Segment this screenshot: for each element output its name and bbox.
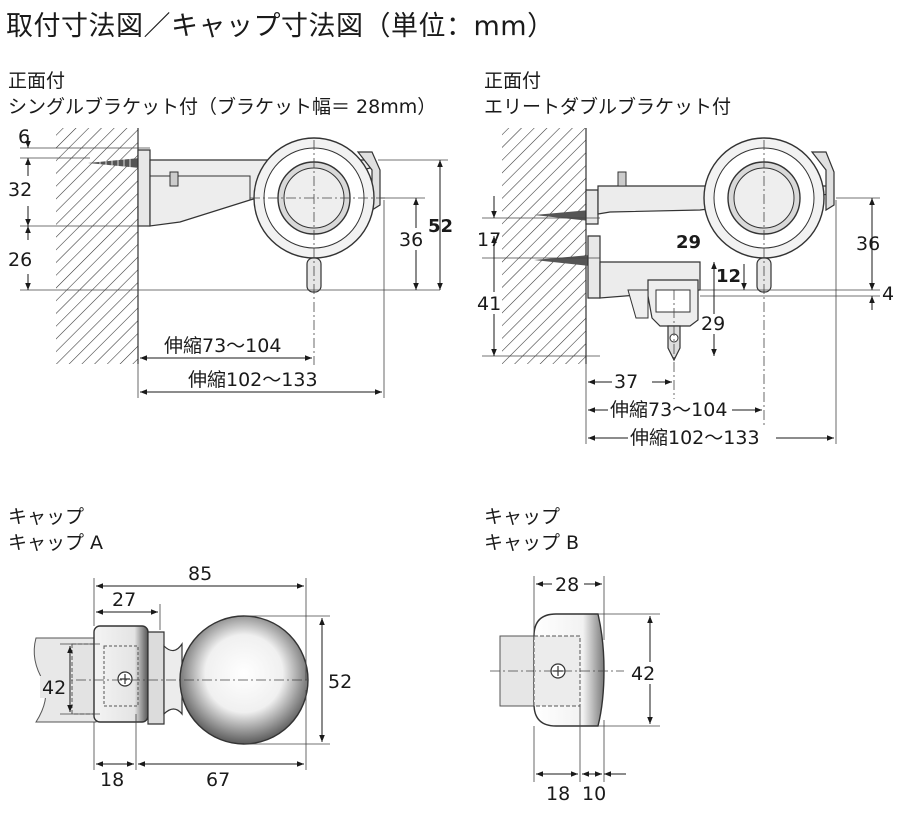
dim-32: 32 <box>8 179 32 201</box>
dim-42-cap-a: 42 <box>42 677 66 699</box>
single-bracket-label: 正面付 シングルブラケット付（ブラケット幅＝ 28mm） <box>8 68 436 120</box>
cap-b-group: キャップ <box>484 506 561 528</box>
dim-17: 17 <box>477 229 501 251</box>
wall-hatch-2 <box>502 128 586 364</box>
cap-b-label: キャップ キャップ B <box>484 504 579 556</box>
dim-41: 41 <box>477 293 501 315</box>
double-mount-type: 正面付 <box>484 70 542 92</box>
double-bracket-label: 正面付 エリートダブルブラケット付 <box>484 68 731 120</box>
dim-27: 27 <box>112 589 136 611</box>
dim-36: 36 <box>399 229 423 251</box>
dim-52: 52 <box>428 216 453 237</box>
dim-ext-102-133-2: 伸縮102～133 <box>630 427 760 449</box>
dim-28: 28 <box>555 574 579 596</box>
single-mount-type: 正面付 <box>8 70 66 92</box>
dim-42-cap-b: 42 <box>631 663 655 685</box>
cap-a-label: キャップ キャップ A <box>8 504 103 556</box>
dim-18-cap-b: 18 <box>546 783 570 805</box>
dim-36-right: 36 <box>856 233 880 255</box>
single-bracket-drawing: 6 32 26 36 52 伸縮73～104 伸縮102～133 <box>8 126 453 398</box>
dim-ext-73-104-2: 伸縮73～104 <box>610 399 727 421</box>
screw <box>88 158 140 168</box>
cap-a-drawing: 85 27 42 52 18 67 <box>33 563 358 791</box>
cap-a-name: キャップ A <box>8 532 104 554</box>
dim-37: 37 <box>614 371 638 393</box>
dim-10: 10 <box>582 783 606 805</box>
dim-67: 67 <box>206 769 230 791</box>
curtain-rail <box>627 279 699 362</box>
dim-6: 6 <box>18 126 30 148</box>
dim-ext-102-133: 伸縮102～133 <box>188 369 318 391</box>
dim-29: 29 <box>701 313 725 335</box>
cap-b-drawing: 28 42 18 10 <box>490 574 660 805</box>
single-bracket-type: シングルブラケット付（ブラケット幅＝ 28mm） <box>8 96 437 118</box>
dim-29-bold: 29 <box>676 232 701 253</box>
dim-ext-73-104: 伸縮73～104 <box>164 335 281 357</box>
dim-18-cap-a: 18 <box>100 769 124 791</box>
double-bracket-drawing: 17 41 29 12 29 36 4 37 伸縮73～104 伸縮102～13… <box>476 128 894 449</box>
dim-26: 26 <box>8 249 32 271</box>
double-bracket-type: エリートダブルブラケット付 <box>484 96 732 118</box>
dim-52-cap-a: 52 <box>328 671 352 693</box>
page-title: 取付寸法図／キャップ寸法図（単位：mm） <box>6 11 555 42</box>
dim-85: 85 <box>188 563 212 585</box>
cap-a-group: キャップ <box>8 506 85 528</box>
dim-4: 4 <box>882 283 894 305</box>
cap-b-name: キャップ B <box>484 532 580 554</box>
dim-12: 12 <box>716 266 741 287</box>
